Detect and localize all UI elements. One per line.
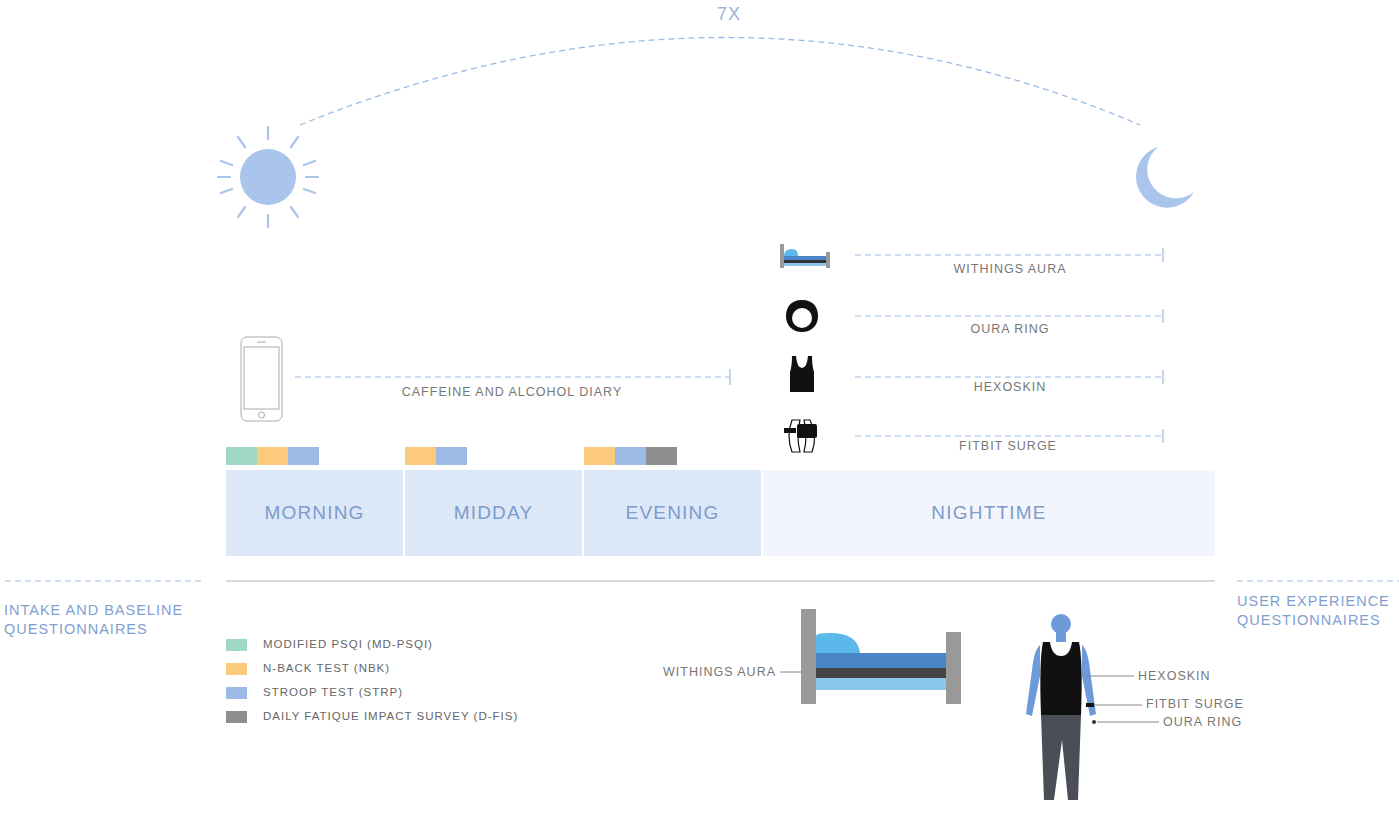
band-label: EVENING [626, 502, 720, 524]
legend-swatch [226, 687, 247, 699]
repeat-label: 7X [717, 4, 741, 25]
device-timelines [855, 248, 1163, 443]
timeline-band: MIDDAY [405, 470, 582, 556]
watch-icon [784, 420, 817, 452]
test-bars [226, 447, 677, 465]
phase-label: USER EXPERIENCE QUESTIONNAIRES [1237, 592, 1394, 630]
device-label: FITBIT SURGE [959, 439, 1057, 453]
band-label: MORNING [264, 502, 364, 524]
callout-label: WITHINGS AURA [663, 665, 776, 679]
person-illustration [1026, 614, 1096, 800]
moon-icon [1136, 147, 1194, 208]
bed-icon [780, 244, 830, 268]
device-label: WITHINGS AURA [953, 262, 1066, 276]
ring-icon [786, 300, 818, 332]
timeline-band: MORNING [226, 470, 403, 556]
diary-label: CAFFEINE AND ALCOHOL DIARY [402, 385, 623, 399]
shirt-icon [790, 356, 814, 392]
legend-swatch [226, 639, 247, 651]
callout-label: HEXOSKIN [1138, 669, 1211, 683]
sun-icon [218, 127, 318, 227]
legend-text: STROOP TEST (STRP) [263, 686, 403, 698]
callout-label: FITBIT SURGE [1146, 697, 1244, 711]
callout-label: OURA RING [1163, 715, 1242, 729]
legend-swatch [226, 711, 247, 723]
ux-dash [1237, 581, 1399, 582]
bed-illustration [801, 609, 961, 704]
device-label: HEXOSKIN [974, 380, 1047, 394]
legend-text: N-BACK TEST (NBK) [263, 662, 390, 674]
timeline-band: NIGHTTIME [763, 470, 1215, 556]
device-label: OURA RING [970, 322, 1049, 336]
cycle-arc [300, 38, 1140, 126]
phase-label: INTAKE AND BASELINE QUESTIONNAIRES [4, 601, 204, 639]
timeline-band: EVENING [584, 470, 761, 556]
intake-dash [5, 581, 205, 582]
phone-icon [241, 337, 282, 421]
baseline [226, 581, 1215, 582]
band-label: MIDDAY [454, 502, 534, 524]
legend-swatch [226, 663, 247, 675]
diary-timeline [295, 369, 730, 385]
legend-text: DAILY FATIQUE IMPACT SURVEY (D-FIS) [263, 710, 518, 722]
legend-text: MODIFIED PSQI (MD-PSQI) [263, 638, 433, 650]
leader-line [780, 672, 801, 673]
band-label: NIGHTTIME [931, 502, 1046, 524]
